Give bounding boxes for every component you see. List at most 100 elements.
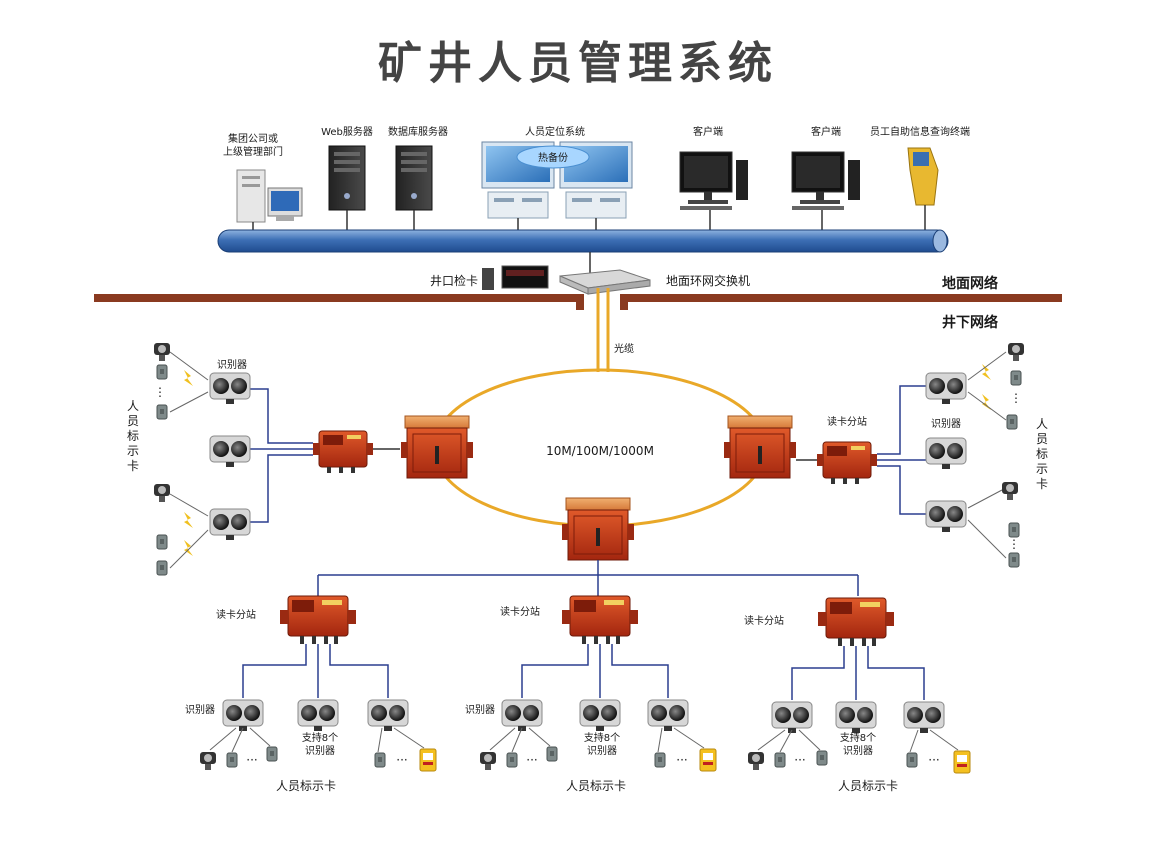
right-tag-char: 员 (1036, 432, 1048, 446)
recognizer-icon (647, 699, 689, 732)
client-pc-icon (791, 151, 861, 211)
yellow-card-icon (953, 750, 971, 774)
substation-label: 读卡分站 (500, 605, 540, 618)
recognizer-icon (903, 701, 945, 734)
cap-lamp-icon (1008, 343, 1024, 361)
svg-text:···: ··· (928, 753, 939, 767)
tag-card-icon (774, 752, 786, 768)
tag-card-icon (654, 752, 666, 768)
substation-icon (561, 595, 639, 645)
client-2-label: 客户端 (811, 125, 841, 138)
right-tag-char: 标 (1036, 447, 1048, 461)
positioning-system-node: 人员定位系统 热备份 (481, 125, 633, 219)
right-tag-label: 人 员 标 示 卡 (1036, 417, 1048, 491)
support-label-2: 识别器 (843, 745, 873, 757)
right-tag-char: 人 (1036, 417, 1048, 431)
hot-backup-badge (516, 145, 590, 169)
kiosk-icon (907, 147, 939, 206)
db-server-label: 数据库服务器 (388, 125, 448, 138)
support-label-2: 识别器 (305, 745, 335, 757)
page-title: 矿井人员管理系统 (378, 38, 778, 89)
ethernet-bus (217, 229, 949, 253)
self-service-label: 员工自助信息查询终端 (870, 125, 970, 138)
substation-label: 读卡分站 (744, 614, 784, 627)
web-server-node: Web服务器 (321, 125, 373, 211)
substation-label: 读卡分站 (216, 608, 256, 621)
tag-card-icon (156, 560, 168, 576)
ring-switch-icon (559, 269, 651, 295)
left-branch: 识别器 ⋮ 人 员 标 示 卡 (127, 343, 400, 576)
svg-text:···: ··· (526, 753, 537, 767)
recognizer-icon (209, 435, 251, 468)
tag-card-icon (266, 746, 278, 762)
recognizer-label: 识别器 (465, 704, 495, 716)
svg-text:⋮: ⋮ (154, 385, 166, 399)
recognizer-icon (835, 701, 877, 734)
fiber-label: 光缆 (614, 342, 634, 355)
substation-icon (817, 597, 895, 647)
svg-text:···: ··· (396, 753, 407, 767)
cap-lamp-icon (1002, 482, 1018, 500)
substation-left-icon (312, 430, 374, 474)
client-2-node: 客户端 (791, 125, 861, 211)
right-recognizer-label: 识别器 (931, 418, 961, 430)
tag-card-icon (374, 752, 386, 768)
recognizer-icon (222, 699, 264, 732)
recognizer-label: 识别器 (185, 704, 215, 716)
wireless-signal-icon (184, 512, 193, 528)
tag-card-icon (816, 750, 828, 766)
wireless-signal-icon (184, 540, 193, 556)
client-1-node: 客户端 (679, 125, 749, 211)
cap-lamp-icon (200, 752, 216, 770)
underground-network-label: 井下网络 (942, 314, 998, 331)
server-icon (395, 145, 433, 211)
client-1-label: 客户端 (693, 125, 723, 138)
tag-card-icon (1008, 552, 1020, 568)
bottom-group-3: 读卡分站 支持8个 识别器 ··· ··· 人员标示卡 (744, 597, 971, 793)
tag-card-icon (506, 752, 518, 768)
bottom-group-1: 读卡分站 识别器 支持8个 识别器 ··· ··· 人员标示卡 (185, 595, 437, 793)
yellow-card-icon (419, 748, 437, 772)
well-card-check-label: 井口检卡 (430, 273, 478, 288)
left-recognizer-label: 识别器 (217, 359, 247, 371)
recognizer-icon (925, 500, 967, 533)
svg-text:···: ··· (676, 753, 687, 767)
recognizer-icon (925, 437, 967, 470)
tag-card-icon (156, 404, 168, 420)
tag-card-icon (1008, 522, 1020, 538)
ring-switch-bottom-icon (561, 497, 635, 561)
left-tag-char: 人 (127, 399, 139, 413)
left-tag-char: 卡 (127, 459, 139, 473)
tag-label: 人员标示卡 (276, 779, 336, 793)
substation-icon (279, 595, 357, 645)
svg-text:···: ··· (794, 753, 805, 767)
web-server-label: Web服务器 (321, 125, 373, 138)
support-label-1: 支持8个 (584, 731, 620, 744)
surface-devices: 井口检卡 地面环网交换机 (430, 252, 750, 295)
tag-card-icon (156, 534, 168, 550)
server-icon (328, 145, 366, 211)
cap-lamp-icon (480, 752, 496, 770)
tag-card-icon (546, 746, 558, 762)
tag-card-icon (226, 752, 238, 768)
ring-switch-right-icon (723, 415, 797, 479)
group-company-label-1: 集团公司或 (228, 132, 278, 145)
right-tag-char: 示 (1036, 462, 1048, 476)
cap-lamp-icon (154, 484, 170, 502)
card-reader-icon (482, 268, 494, 290)
db-server-node: 数据库服务器 (388, 125, 448, 211)
recognizer-icon (579, 699, 621, 732)
fiber-cable (596, 288, 610, 372)
ring-switch-label: 地面环网交换机 (666, 273, 750, 288)
group-company-node: 集团公司或 上级管理部门 (223, 132, 303, 223)
recognizer-icon (367, 699, 409, 732)
substation-right-icon (816, 441, 878, 485)
tag-card-icon (156, 364, 168, 380)
yellow-card-icon (699, 748, 717, 772)
left-tag-char: 标 (127, 429, 139, 443)
display-panel-icon (501, 265, 549, 289)
ground-boundary (94, 294, 1062, 310)
tag-card-icon (906, 752, 918, 768)
recognizer-icon (209, 372, 251, 405)
